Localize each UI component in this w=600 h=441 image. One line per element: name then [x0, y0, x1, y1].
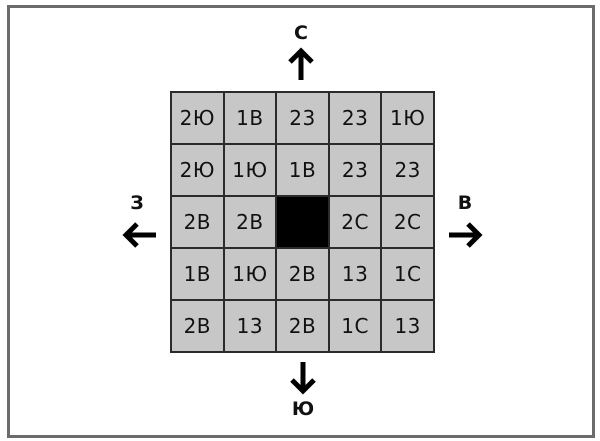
grid-cell: 13: [223, 300, 277, 352]
grid-cell: 1В: [276, 144, 329, 196]
grid-cell: 2Ю: [171, 144, 224, 196]
grid-cell: 13: [328, 248, 382, 300]
west-label: З: [130, 192, 144, 214]
arrow-up-icon: [288, 47, 314, 80]
grid-cell: 2В: [276, 300, 329, 352]
grid-cell: 2Ю: [171, 92, 224, 144]
grid-cell: 13: [381, 300, 434, 352]
south-label: Ю: [291, 398, 315, 420]
grid-cell: 2С: [381, 196, 434, 248]
north-label: С: [294, 22, 308, 44]
grid-cell: 2В: [276, 248, 329, 300]
start-cell-black: [276, 196, 329, 248]
arrow-right-icon: [449, 222, 483, 248]
grid-cell: 1Ю: [223, 248, 277, 300]
grid-cell: 1Ю: [223, 144, 277, 196]
grid-cell: 1В: [171, 248, 224, 300]
grid-cell: 2В: [171, 196, 224, 248]
east-label: В: [457, 192, 473, 214]
grid-cell: 1В: [223, 92, 277, 144]
grid-cell: 2В: [171, 300, 224, 352]
arrow-left-icon: [122, 222, 156, 248]
grid-cell: 23: [328, 144, 382, 196]
grid-cell: 1С: [381, 248, 434, 300]
grid-cell: 1Ю: [381, 92, 434, 144]
direction-grid: 2Ю 1В 23 23 1Ю 2Ю 1Ю 1В 23 23 2В 2В 2С 2…: [170, 91, 435, 353]
grid-cell: 1С: [328, 300, 382, 352]
grid-cell: 23: [381, 144, 434, 196]
grid-cell: 2С: [328, 196, 382, 248]
arrow-down-icon: [290, 362, 316, 395]
grid-cell: 23: [328, 92, 382, 144]
grid-cell: 23: [276, 92, 329, 144]
grid-cell: 2В: [223, 196, 277, 248]
